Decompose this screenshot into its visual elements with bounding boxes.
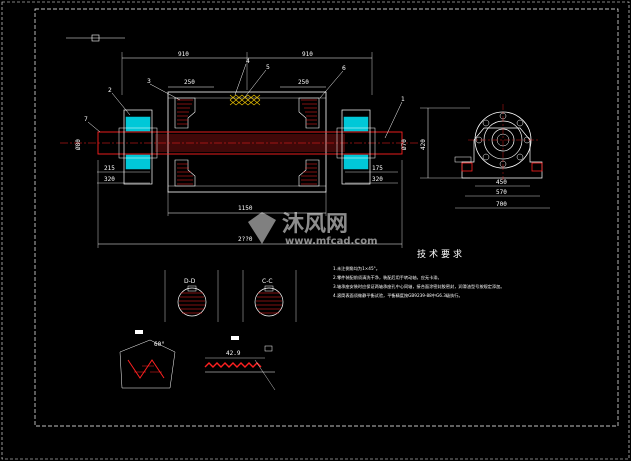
- dim-side-w2: 570: [496, 189, 507, 196]
- tech-note-1: 1.未注倒角均为1×45°。: [333, 265, 380, 272]
- section-d-d: D-D: [164, 270, 219, 322]
- detail-strip: 42.9: [204, 336, 276, 391]
- inner-frame: [34, 8, 619, 427]
- callout-3: 3: [147, 78, 151, 85]
- right-hub-section: [298, 97, 320, 187]
- watermark: 沐风网 www.mfcad.com: [248, 212, 378, 247]
- dim-side-w1: 450: [496, 179, 507, 186]
- drum-shell: [167, 91, 327, 193]
- dim-total: 2??0: [238, 236, 253, 243]
- tech-note-3: 3.轴承座安装时应保证两轴承座孔中心同轴，接合面涂密封胶密封，润滑油型号按规定添…: [333, 283, 505, 290]
- section-c-label: C-C: [262, 278, 273, 285]
- tech-requirements: 技术要求 1.未注倒角均为1×45°。 2.零件装配前须清洗干净，装配后用手转动…: [333, 248, 505, 299]
- callout-6: 6: [342, 65, 346, 72]
- section-d-label: D-D: [184, 278, 196, 285]
- detail-groove: 60°: [119, 330, 176, 389]
- dim-right-top: 250: [298, 79, 309, 86]
- side-view: 420 450 570 700: [420, 104, 550, 209]
- detail-dim: 42.9: [226, 350, 241, 357]
- dim-left-b: 320: [104, 176, 115, 183]
- dim-side-height: 420: [420, 139, 427, 150]
- dim-right-b: 320: [372, 176, 383, 183]
- part-callouts: [87, 63, 403, 139]
- tech-note-2: 2.零件装配前须清洗干净，装配后用手转动轴，应无卡滞。: [333, 274, 442, 281]
- watermark-logo-icon: [248, 212, 276, 244]
- shaft-section: [60, 131, 420, 155]
- tech-note-4: 4.滚筒表面须做静平衡试验，平衡精度按GB9239-88中G6.3级执行。: [333, 292, 463, 299]
- watermark-url: www.mfcad.com: [285, 236, 378, 247]
- right-bearing: [336, 109, 376, 185]
- lagging-pattern: [229, 94, 261, 106]
- dim-right-a: 175: [372, 165, 383, 172]
- section-c-c: C-C: [242, 270, 297, 322]
- callout-5: 5: [266, 64, 270, 71]
- callout-7: 7: [84, 116, 88, 123]
- dim-shaft-right: Ø70: [401, 139, 408, 150]
- dim-side-w3: 700: [496, 201, 507, 208]
- dim-left-top: 250: [184, 79, 195, 86]
- detail-angle: 60°: [154, 341, 165, 348]
- dim-left-a: 215: [104, 165, 115, 172]
- watermark-brand: 沐风网: [282, 212, 348, 237]
- callout-4: 4: [246, 58, 250, 65]
- tech-title: 技术要求: [417, 248, 465, 260]
- callout-1: 1: [401, 96, 405, 103]
- dim-left-half: 910: [178, 51, 189, 58]
- dim-shaft-left: Ø80: [75, 139, 82, 150]
- main-section-view: 910 910 250 250: [60, 51, 420, 248]
- dim-total-inner: 1150: [238, 205, 253, 212]
- reference-marker: [66, 34, 125, 42]
- left-bearing: [118, 109, 158, 185]
- left-hub-section: [174, 97, 196, 187]
- dim-right-half: 910: [302, 51, 313, 58]
- callout-2: 2: [108, 87, 112, 94]
